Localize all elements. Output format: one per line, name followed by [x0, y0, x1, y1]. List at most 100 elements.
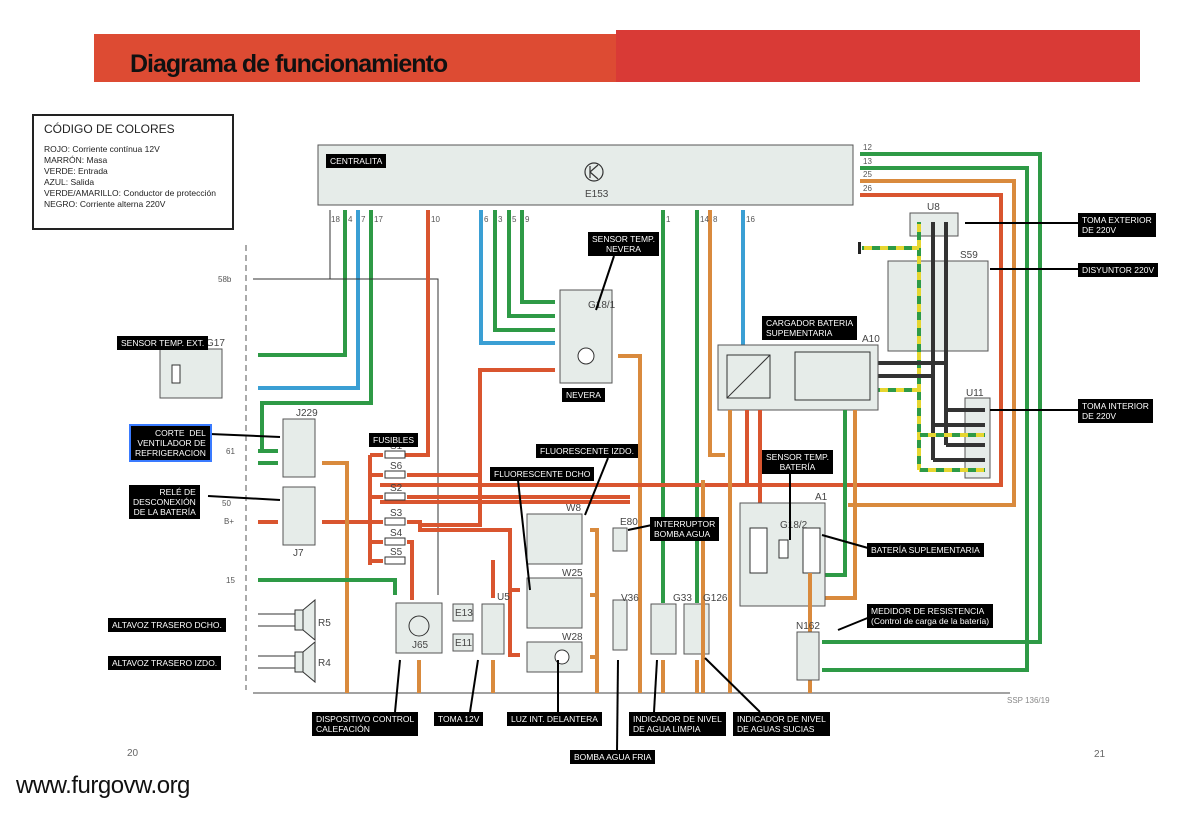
label-fluorescente-izdo: FLUORESCENTE IZDO.	[536, 444, 638, 458]
fuse-label: S3	[390, 508, 403, 519]
label-toma-exterior: TOMA EXTERIOR DE 220V	[1078, 213, 1156, 237]
v36-pump	[612, 599, 628, 651]
wire-green	[258, 210, 347, 357]
pin-label: 7	[361, 215, 366, 224]
pin-label: 14	[700, 215, 709, 224]
wire-red	[370, 453, 383, 563]
label-luz-int: LUZ INT. DELANTERA	[507, 712, 602, 726]
pin-label: 10	[431, 215, 440, 224]
wire-red-26	[380, 193, 1003, 487]
label-disp-calefaccion: DISPOSITIVO CONTROL CALEFACIÓN	[312, 712, 419, 736]
fuse-label: S2	[390, 483, 403, 494]
pin-label: 8	[713, 215, 718, 224]
legend-item: MARRÓN: Masa	[44, 155, 108, 165]
header-banner-right	[616, 30, 1140, 82]
e80-switch	[612, 527, 628, 552]
label-ind-aguas-sucias: INDICADOR DE NIVEL DE AGUAS SUCIAS	[733, 712, 830, 736]
pin-label: 13	[863, 157, 872, 166]
component-code: N162	[796, 621, 820, 632]
wire-green-15	[258, 578, 397, 595]
wire-red-1	[420, 368, 555, 527]
label-sensor-bateria: SENSOR TEMP. BATERÍA	[762, 450, 833, 474]
component-code: A1	[815, 492, 828, 503]
pin-label: 3	[498, 215, 503, 224]
legend-item: NEGRO: Corriente alterna 220V	[44, 199, 166, 209]
component-code: U11	[966, 388, 984, 399]
component-code: G18/2	[780, 520, 808, 531]
label-altavoz-izdo: ALTAVOZ TRASERO IZDO.	[108, 656, 222, 670]
pin-label: 9	[525, 215, 530, 224]
w8-light	[526, 513, 583, 565]
fuse-label: S4	[390, 528, 403, 539]
wire-red-10	[405, 210, 430, 457]
page-number-left: 20	[127, 748, 139, 759]
wire-brown-w	[590, 528, 599, 693]
ground-symbol	[858, 242, 861, 254]
wire-green-9	[520, 210, 555, 304]
legend-item: VERDE/AMARILLO: Conductor de protección	[44, 188, 216, 198]
wire-green-5	[507, 210, 555, 318]
wire-yg	[919, 433, 985, 472]
label-nevera: NEVERA	[562, 388, 605, 402]
e13-box	[452, 603, 474, 622]
component-code: W25	[562, 568, 583, 579]
component-code: J7	[293, 548, 304, 559]
label-cargador: CARGADOR BATERIA SUPEMENTARIA	[762, 316, 858, 340]
wire-brown	[661, 480, 705, 693]
fuse-label: S5	[390, 547, 403, 558]
label-corte-ventilador[interactable]: CORTE DEL VENTILADOR DE REFRIGERACION	[129, 424, 212, 462]
g126-level	[683, 603, 710, 655]
component-code: G18/1	[588, 300, 616, 311]
label-centralita: CENTRALITA	[326, 154, 387, 168]
j7-relay	[282, 486, 316, 546]
component-code: G33	[673, 593, 692, 604]
label-rele-desconexion: RELÉ DE DESCONEXIÓN DE LA BATERÍA	[129, 485, 200, 519]
component-code: U8	[927, 202, 940, 213]
pin-label: 6	[484, 215, 489, 224]
wire-blue-6	[479, 210, 555, 345]
component-code: W28	[562, 632, 583, 643]
component-code: W8	[566, 503, 581, 514]
wire-brown-25	[848, 179, 1016, 507]
component-code: R5	[318, 618, 331, 629]
wire-green-3	[493, 210, 555, 332]
j229-relay	[282, 418, 316, 478]
component-code: U5	[497, 592, 510, 603]
label-bomba-agua-fria: BOMBA AGUA FRIA	[570, 750, 656, 764]
label-interruptor: INTERRUPTOR BOMBA AGUA	[650, 517, 720, 541]
pin-label: 16	[746, 215, 755, 224]
nevera-box	[559, 289, 613, 384]
page-number-right: 21	[1094, 749, 1106, 760]
label-altavoz-dcho: ALTAVOZ TRASERO DCHO.	[108, 618, 226, 632]
pin-label: 26	[863, 184, 872, 193]
wire-red-s4	[407, 540, 414, 600]
legend-item: VERDE: Entrada	[44, 166, 108, 176]
component-code: S59	[960, 250, 978, 261]
wire-red-s3	[407, 520, 520, 657]
component-code: E11	[455, 638, 472, 649]
wire-black	[933, 408, 985, 462]
u5-socket	[481, 603, 505, 655]
transistor-icon	[408, 615, 430, 637]
component-code: V36	[621, 593, 639, 604]
label-disyuntor: DISYUNTOR 220V	[1078, 263, 1159, 277]
color-legend: CÓDIGO DE COLORES ROJO: Corriente contín…	[32, 114, 234, 230]
label-medidor: MEDIDOR DE RESISTENCIA (Control de carga…	[867, 604, 994, 628]
pin-label: 17	[374, 215, 383, 224]
page-title: Diagrama de funcionamiento	[130, 50, 448, 78]
fuse-set	[384, 450, 406, 565]
j65-control	[395, 602, 443, 654]
terminal-label: 15	[226, 576, 235, 585]
legend-item: ROJO: Corriente contínua 12V	[44, 144, 160, 154]
g33-level	[650, 603, 677, 655]
s59-breaker	[887, 260, 989, 352]
label-bateria-suplementaria: BATERÍA SUPLEMENTARIA	[867, 543, 984, 557]
legend-title: CÓDIGO DE COLORES	[44, 122, 175, 136]
terminal-label: B+	[224, 517, 234, 526]
component-code: A10	[862, 334, 880, 345]
wire-brown	[417, 660, 495, 693]
wire-green	[260, 210, 373, 450]
legend-item: AZUL: Salida	[44, 177, 95, 187]
label-toma-12v: TOMA 12V	[434, 712, 484, 726]
